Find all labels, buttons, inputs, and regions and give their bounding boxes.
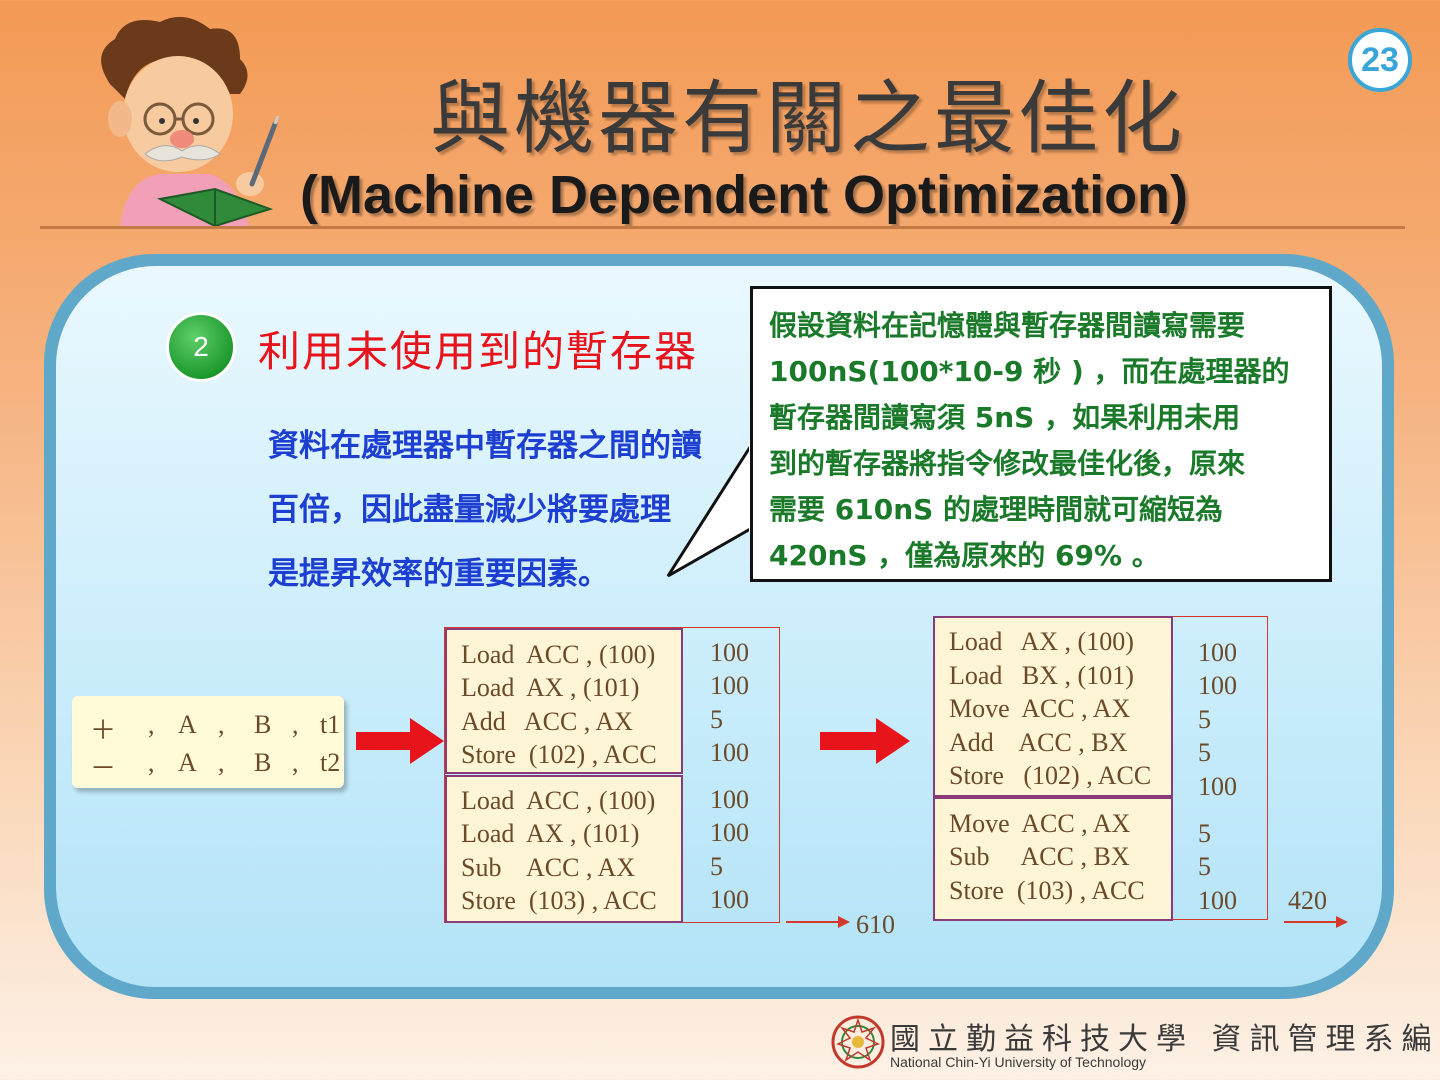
code-line: Load AX , (101) xyxy=(461,673,640,702)
code-line: Load ACC , (100) xyxy=(461,786,656,815)
total-arrow-icon xyxy=(786,916,850,928)
body-text-line-2: 百倍，因此盡量減少將要處理 xyxy=(268,492,671,528)
original-total: 610 xyxy=(856,910,895,939)
callout-line-1: 假設資料在記憶體與暫存器間讀寫需要 xyxy=(769,309,1246,342)
optimized-code-block-add: Load AX , (100) Load BX , (101) Move ACC… xyxy=(933,616,1173,797)
code-line: Load ACC , (100) xyxy=(461,640,656,669)
slide-title-english: (Machine Dependent Optimization) xyxy=(300,165,1189,225)
body-text-line-3: 是提昇效率的重要因素。 xyxy=(268,556,609,592)
code-line: Sub ACC , BX xyxy=(949,842,1130,871)
cost-value: 5 xyxy=(1198,738,1211,767)
code-line: Store (103) , ACC xyxy=(949,876,1145,905)
explanation-callout: 假設資料在記憶體與暫存器間讀寫需要 100nS(100*10-9 秒 ) ，而在… xyxy=(750,286,1332,582)
quadruple-operator: － xyxy=(90,754,117,783)
code-line: Store (103) , ACC xyxy=(461,886,657,915)
total-arrow-icon xyxy=(1284,916,1348,928)
code-line: Add ACC , BX xyxy=(949,728,1128,757)
code-line: Store (102) , ACC xyxy=(949,761,1152,790)
optimized-total: 420 xyxy=(1288,886,1327,915)
code-line: Move ACC , AX xyxy=(949,694,1131,723)
callout-line-5: 需要 610nS 的處理時間就可縮短為 xyxy=(769,493,1224,526)
code-line: Move ACC , AX xyxy=(949,809,1131,838)
original-code-block-sub: Load ACC , (100) Load AX , (101) Sub ACC… xyxy=(445,775,683,923)
code-line: Store (102) , ACC xyxy=(461,740,657,769)
quadruple-arg2: B xyxy=(254,710,272,739)
quadruple-row: ＋ , A , B , t1 xyxy=(90,710,341,745)
code-line: Add ACC , AX xyxy=(461,707,633,736)
cost-value: 100 xyxy=(710,818,749,847)
code-line: Load AX , (101) xyxy=(461,819,640,848)
footer-school-english: National Chin-Yi University of Technolog… xyxy=(890,1054,1147,1070)
quadruple-result: t1 xyxy=(320,710,341,739)
cost-value: 100 xyxy=(1198,886,1237,915)
university-seal-icon xyxy=(831,1015,885,1069)
cost-value: 5 xyxy=(710,705,723,734)
code-line: Load BX , (101) xyxy=(949,661,1134,690)
callout-line-3: 暫存器間讀寫須 5nS ，如果利用未用 xyxy=(769,401,1241,434)
cost-value: 5 xyxy=(1198,705,1211,734)
quadruple-arg1: A xyxy=(178,710,197,739)
cost-value: 100 xyxy=(710,738,749,767)
cost-value: 5 xyxy=(1198,852,1211,881)
callout-line-4: 到的暫存器將指令修改最佳化後，原來 xyxy=(769,447,1246,480)
cost-value: 100 xyxy=(1198,638,1237,667)
cost-value: 100 xyxy=(710,785,749,814)
callout-pointer xyxy=(666,438,759,578)
footer-school-chinese: 國立勤益科技大學 資訊管理系編製 xyxy=(890,1022,1440,1057)
cost-value: 100 xyxy=(710,885,749,914)
code-line: Load AX , (100) xyxy=(949,627,1134,656)
cost-value: 100 xyxy=(710,638,749,667)
quadruple-operator: ＋ xyxy=(90,716,117,745)
right-arrow-icon xyxy=(820,718,910,764)
optimized-code-block-sub: Move ACC , AX Sub ACC , BX Store (103) ,… xyxy=(933,797,1173,921)
cost-value: 5 xyxy=(710,852,723,881)
quadruple-arg2: B xyxy=(254,748,272,777)
cost-value: 100 xyxy=(1198,671,1237,700)
quadruple-arg1: A xyxy=(178,748,197,777)
quadruple-result: t2 xyxy=(320,748,341,777)
section-number-badge: 2 xyxy=(166,312,236,382)
professor-mascot-illustration xyxy=(101,16,280,229)
quadruple-table: ＋ , A , B , t1 － , A , B , t2 xyxy=(72,696,344,788)
page-number-badge: 23 xyxy=(1348,28,1412,92)
cost-value: 100 xyxy=(710,671,749,700)
section-title: 利用未使用到的暫存器 xyxy=(258,327,699,376)
callout-line-2: 100nS(100*10-9 秒 ) ，而在處理器的 xyxy=(769,355,1290,388)
code-line: Sub ACC , AX xyxy=(461,853,636,882)
right-arrow-icon xyxy=(356,718,444,764)
quadruple-row: － , A , B , t2 xyxy=(90,748,341,783)
original-code-block-add: Load ACC , (100) Load AX , (101) Add ACC… xyxy=(445,628,683,774)
callout-line-6: 420nS ，僅為原來的 69% 。 xyxy=(769,539,1160,572)
body-text-line-1: 資料在處理器中暫存器之間的讀 xyxy=(268,428,702,464)
header-divider xyxy=(40,226,1405,229)
cost-value: 100 xyxy=(1198,772,1237,801)
cost-value: 5 xyxy=(1198,819,1211,848)
slide-title-chinese: 與機器有關之最佳化 xyxy=(430,72,1186,165)
footer: 國立勤益科技大學 資訊管理系編製 National Chin-Yi Univer… xyxy=(828,1012,1440,1074)
